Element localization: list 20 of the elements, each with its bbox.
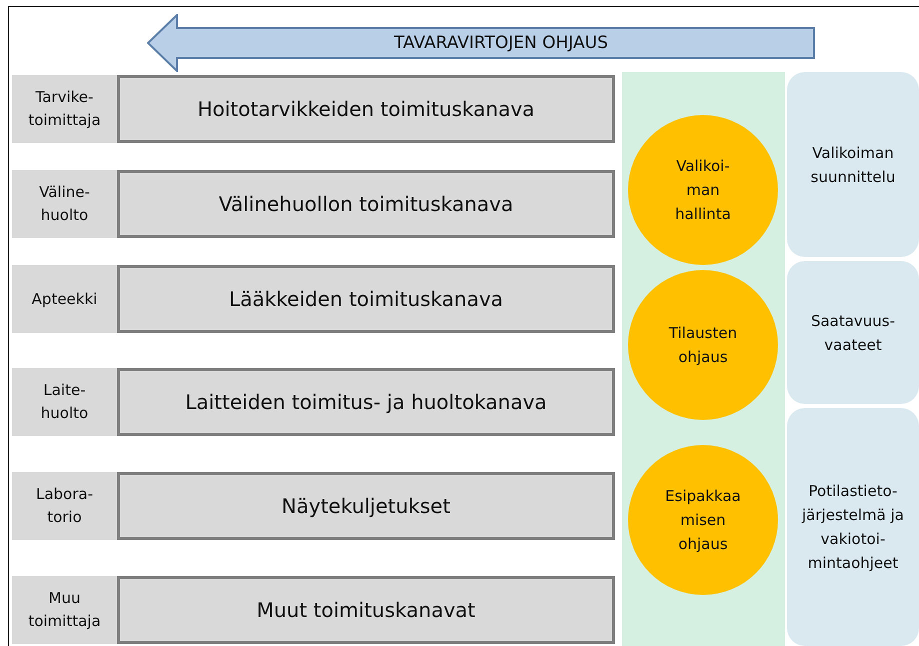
process-circle: Valikoi- man hallinta: [628, 115, 778, 265]
source-box: Apteekki: [12, 265, 117, 333]
process-circle: Tilausten ohjaus: [628, 270, 778, 420]
info-panel: Saatavuus- vaateet: [787, 261, 919, 404]
channel-box: Muut toimituskanavat: [117, 576, 615, 644]
info-panel: Valikoiman suunnittelu: [787, 72, 919, 257]
channel-box: Näytekuljetukset: [117, 472, 615, 540]
source-box: Laite- huolto: [12, 368, 117, 436]
source-box: Labora- torio: [12, 472, 117, 540]
source-box: Muu toimittaja: [12, 576, 117, 644]
source-box: Tarvike- toimittaja: [12, 75, 117, 143]
channel-box: Välinehuollon toimituskanava: [117, 170, 615, 238]
info-panel: Potilastieto- järjestelmä ja vakiotoi- mintaohjeet: [787, 408, 919, 646]
channel-box: Laitteiden toimitus- ja huoltokanava: [117, 368, 615, 436]
channel-box: Lääkkeiden toimituskanava: [117, 265, 615, 333]
channel-box: Hoitotarvikkeiden toimituskanava: [117, 75, 615, 143]
source-box: Väline- huolto: [12, 170, 117, 238]
column-band: [622, 72, 785, 646]
arrow-label: TAVARAVIRTOJEN OHJAUS: [394, 33, 608, 53]
process-circle: Esipakkaa misen ohjaus: [628, 445, 778, 595]
